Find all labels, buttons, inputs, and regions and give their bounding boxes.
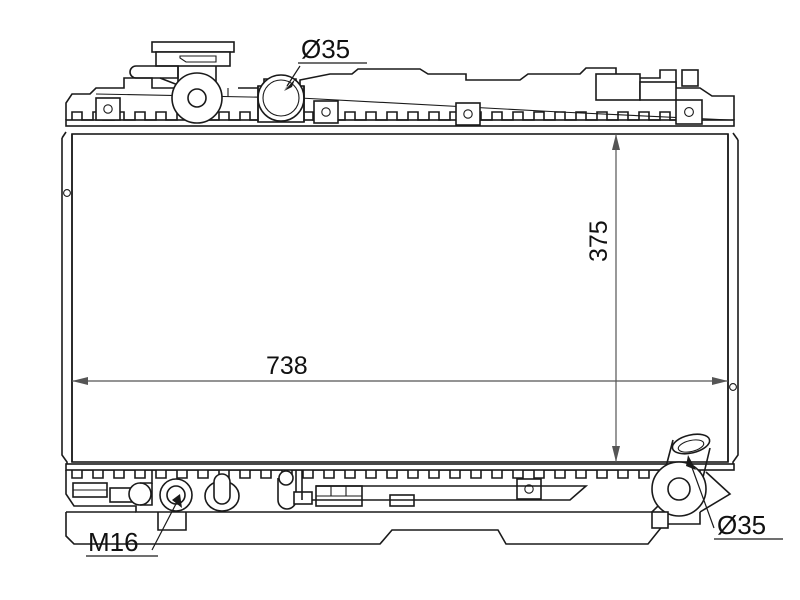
inlet-port <box>257 74 305 123</box>
callout-leader-inlet <box>286 65 301 87</box>
callout-label-inlet: Ø35 <box>301 34 350 64</box>
lower-tank <box>65 463 735 513</box>
bracket <box>455 102 481 126</box>
arrow-right <box>712 377 728 385</box>
upper-mounting-brackets <box>95 97 703 126</box>
radiator-core <box>61 131 739 470</box>
lower-tank-fittings <box>72 470 589 512</box>
dimension-core-height: 375 <box>585 134 620 462</box>
connector-block <box>315 485 363 507</box>
oil-cooler-fitting <box>204 473 240 512</box>
side-frame-hole-left <box>63 189 71 197</box>
callout-arrow-inlet <box>284 80 292 90</box>
bracket <box>95 97 121 121</box>
lower-shroud-lip <box>65 511 701 545</box>
filler-neck-assembly <box>129 41 235 124</box>
dimension-core-width: 738 <box>72 352 728 385</box>
callout-arrow-outlet <box>686 455 696 470</box>
callout-leader-outlet <box>689 461 715 529</box>
side-plug <box>109 470 153 506</box>
lower-fin-serration <box>71 469 699 479</box>
bracket <box>675 99 703 125</box>
arrow-top <box>612 134 620 150</box>
callout-drain-thread: M16 <box>86 494 187 557</box>
callout-label-m16: M16 <box>88 527 139 557</box>
dimension-label-height: 375 <box>585 220 613 262</box>
shroud-tab <box>651 511 669 529</box>
callout-arrow-m16 <box>172 494 182 508</box>
pipe-clip <box>277 470 313 510</box>
outlet-port <box>651 433 732 517</box>
callout-outlet-diameter: Ø35 <box>686 455 783 540</box>
bracket <box>313 100 339 124</box>
drain-boss <box>159 478 193 512</box>
callout-label-outlet: Ø35 <box>717 510 766 540</box>
callout-leader-m16 <box>151 499 179 551</box>
callout-inlet-diameter: Ø35 <box>284 34 367 91</box>
lower-mounting-bracket <box>516 478 542 500</box>
upper-tank <box>65 67 735 127</box>
arrow-left <box>72 377 88 385</box>
dimension-label-width: 738 <box>266 352 308 380</box>
drain-cock <box>72 482 108 498</box>
side-frame-hole-right <box>729 383 737 391</box>
arrow-bottom <box>612 446 620 462</box>
upper-fin-serration <box>71 111 699 121</box>
